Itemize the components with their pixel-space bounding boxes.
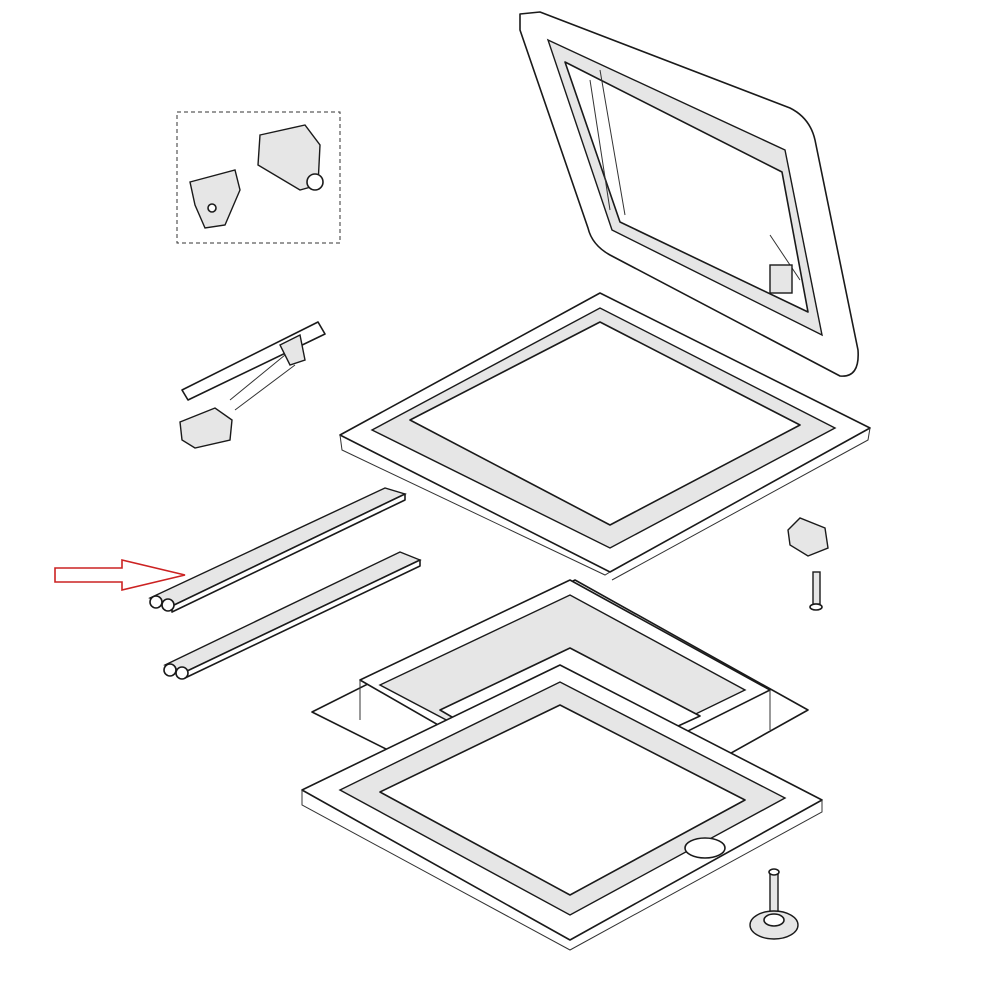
- indicator-arrow: [54, 558, 186, 592]
- bottom-frame: [301, 664, 823, 951]
- roof-vent-lid: [519, 11, 859, 377]
- upper-frame: [339, 292, 871, 581]
- operating-arm: [179, 321, 326, 449]
- hinge-bracket: [189, 169, 241, 229]
- screw: [809, 571, 823, 611]
- mounting-clip: [787, 517, 829, 557]
- hinge-detail-inset: [176, 111, 341, 244]
- lower-seal-strip: [163, 551, 422, 680]
- arm-bracket: [179, 407, 233, 449]
- adjustment-knob: [749, 868, 799, 940]
- upper-seal-strip: [148, 487, 407, 613]
- lid-hinge: [769, 264, 793, 294]
